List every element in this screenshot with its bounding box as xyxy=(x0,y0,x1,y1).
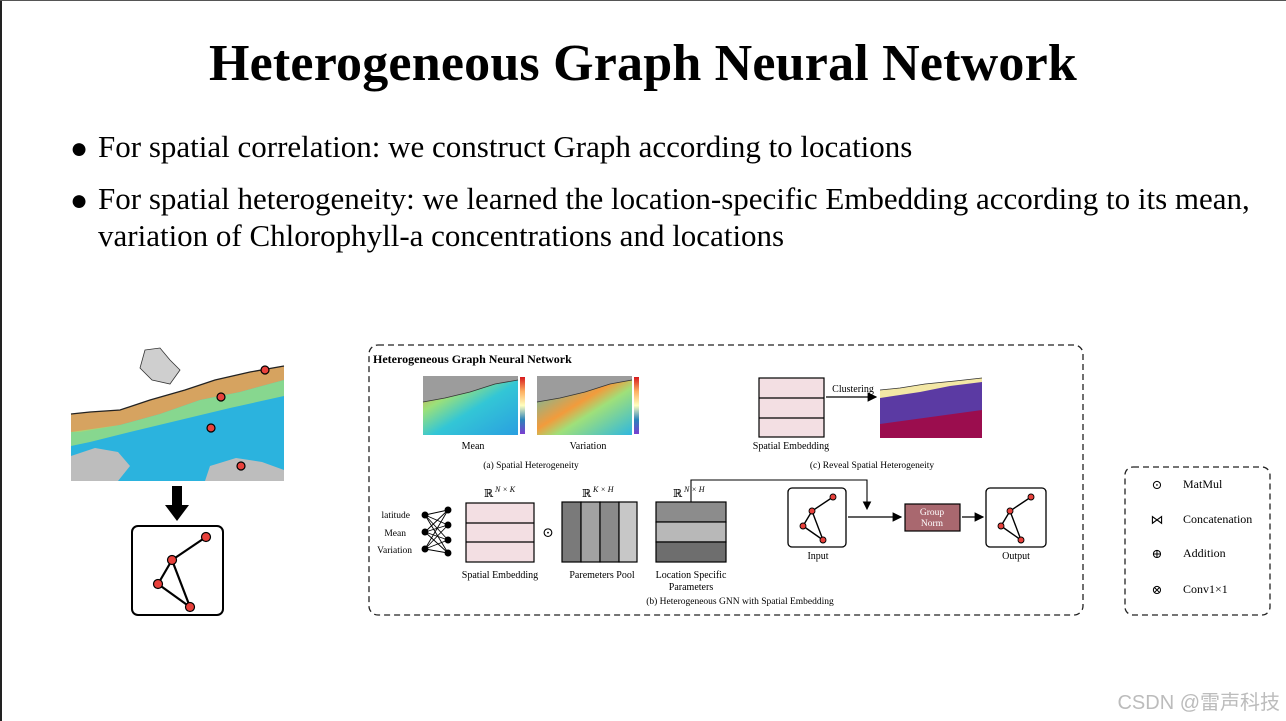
operator-legend: ⊙ MatMul ⋈ Concatenation ⊕ Addition ⊗ Co… xyxy=(1124,466,1271,616)
map-location-marker xyxy=(206,423,216,433)
watermark: CSDN @雷声科技 xyxy=(1117,692,1280,714)
group-norm-block xyxy=(904,503,961,532)
cluster-map xyxy=(879,376,983,438)
panel-c-caption: (c) Reveal Spatial Heterogeneity xyxy=(810,460,934,471)
spatial-embedding-block xyxy=(465,502,535,563)
graph-node xyxy=(184,601,196,613)
graph-node xyxy=(200,531,212,543)
map-coastline xyxy=(70,365,285,415)
embedding-dim-superscript: N × K xyxy=(494,485,516,494)
mean-map-label: Mean xyxy=(462,441,485,452)
pool-dim-symbol: ℝ xyxy=(582,488,592,500)
params-connector-arrow xyxy=(690,479,872,511)
input-latitude: latitude xyxy=(382,511,411,521)
bullet-spatial-heterogeneity: ● For spatial heterogeneity: we learned … xyxy=(70,180,1250,254)
group-norm-label-2: Norm xyxy=(921,519,944,529)
down-arrow-icon xyxy=(165,486,189,521)
constructed-graph xyxy=(131,525,224,616)
pool-dim-superscript: K × H xyxy=(592,485,615,494)
spatial-embedding-label: Spatial Embedding xyxy=(462,570,538,581)
clustering-label: Clustering xyxy=(832,384,874,395)
output-graph xyxy=(985,487,1047,548)
map-location-marker xyxy=(216,392,226,402)
legend-concatenation-label: Concatenation xyxy=(1183,512,1252,526)
map-mid-band xyxy=(71,380,284,446)
graph-box xyxy=(131,525,224,616)
group-norm-label-1: Group xyxy=(920,508,945,518)
embedding-dim-symbol: ℝ xyxy=(484,488,494,500)
map-cloud-patch-2 xyxy=(205,458,284,481)
embedding-mlp xyxy=(421,506,452,557)
input-graph xyxy=(787,487,847,548)
parameters-pool-block xyxy=(561,501,638,563)
mean-map xyxy=(422,376,525,435)
location-params-block xyxy=(655,501,727,563)
map-coastal-band xyxy=(71,366,284,432)
legend-frame xyxy=(1124,466,1271,616)
legend-matmul-label: MatMul xyxy=(1183,477,1223,491)
conv-icon: ⊗ xyxy=(1152,582,1163,597)
matmul-icon: ⊙ xyxy=(1152,477,1163,492)
matmul-operator-icon: ⊙ xyxy=(542,526,554,541)
map-cloud-patch xyxy=(71,448,130,481)
map-land xyxy=(71,357,284,414)
slide-left-border xyxy=(0,0,2,721)
figure-frame xyxy=(368,344,1084,616)
location-params-label-2: Parameters xyxy=(669,582,714,593)
variation-map xyxy=(536,376,639,435)
location-params-label-1: Location Specific xyxy=(656,570,727,581)
parameters-pool-label: Paremeters Pool xyxy=(569,570,634,581)
panel-a-caption: (a) Spatial Heterogeneity xyxy=(483,460,579,471)
main-figure: Heterogeneous Graph Neural Network Mean … xyxy=(368,344,1084,616)
slide-title: Heterogeneous Graph Neural Network xyxy=(208,35,1078,92)
params-dim-superscript: N × H xyxy=(683,485,706,494)
bullet-dot-icon: ● xyxy=(70,184,89,217)
input-graph-label: Input xyxy=(807,551,828,562)
bullet-text: For spatial heterogeneity: we learned th… xyxy=(98,181,1250,253)
map-island xyxy=(139,347,181,385)
graph-node xyxy=(166,554,178,566)
legend-conv-label: Conv1×1 xyxy=(1183,582,1228,596)
chlorophyll-map xyxy=(70,347,285,481)
mean-colorbar xyxy=(520,377,525,434)
panel-c-embedding-label: Spatial Embedding xyxy=(753,441,829,452)
map-location-marker xyxy=(236,461,246,471)
figure-title: Heterogeneous Graph Neural Network xyxy=(373,352,572,366)
legend-addition-label: Addition xyxy=(1183,546,1226,560)
input-variation: Variation xyxy=(377,546,412,556)
slide-top-border xyxy=(0,0,1286,1)
variation-map-label: Variation xyxy=(570,441,607,452)
variation-colorbar xyxy=(634,377,639,434)
bullet-text: For spatial correlation: we construct Gr… xyxy=(98,129,913,164)
graph-node xyxy=(152,578,164,590)
bullet-spatial-correlation: ● For spatial correlation: we construct … xyxy=(70,128,1250,165)
panel-b-caption: (b) Heterogeneous GNN with Spatial Embed… xyxy=(646,596,834,607)
output-graph-label: Output xyxy=(1002,551,1030,562)
addition-icon: ⊕ xyxy=(1152,546,1163,561)
map-location-marker xyxy=(260,365,270,375)
bullet-dot-icon: ● xyxy=(70,132,89,165)
bullet-list: ● For spatial correlation: we construct … xyxy=(70,128,1250,269)
params-dim-symbol: ℝ xyxy=(673,488,683,500)
panel-c-embedding xyxy=(758,377,825,438)
concatenation-icon: ⋈ xyxy=(1151,512,1164,527)
input-mean: Mean xyxy=(384,529,406,539)
